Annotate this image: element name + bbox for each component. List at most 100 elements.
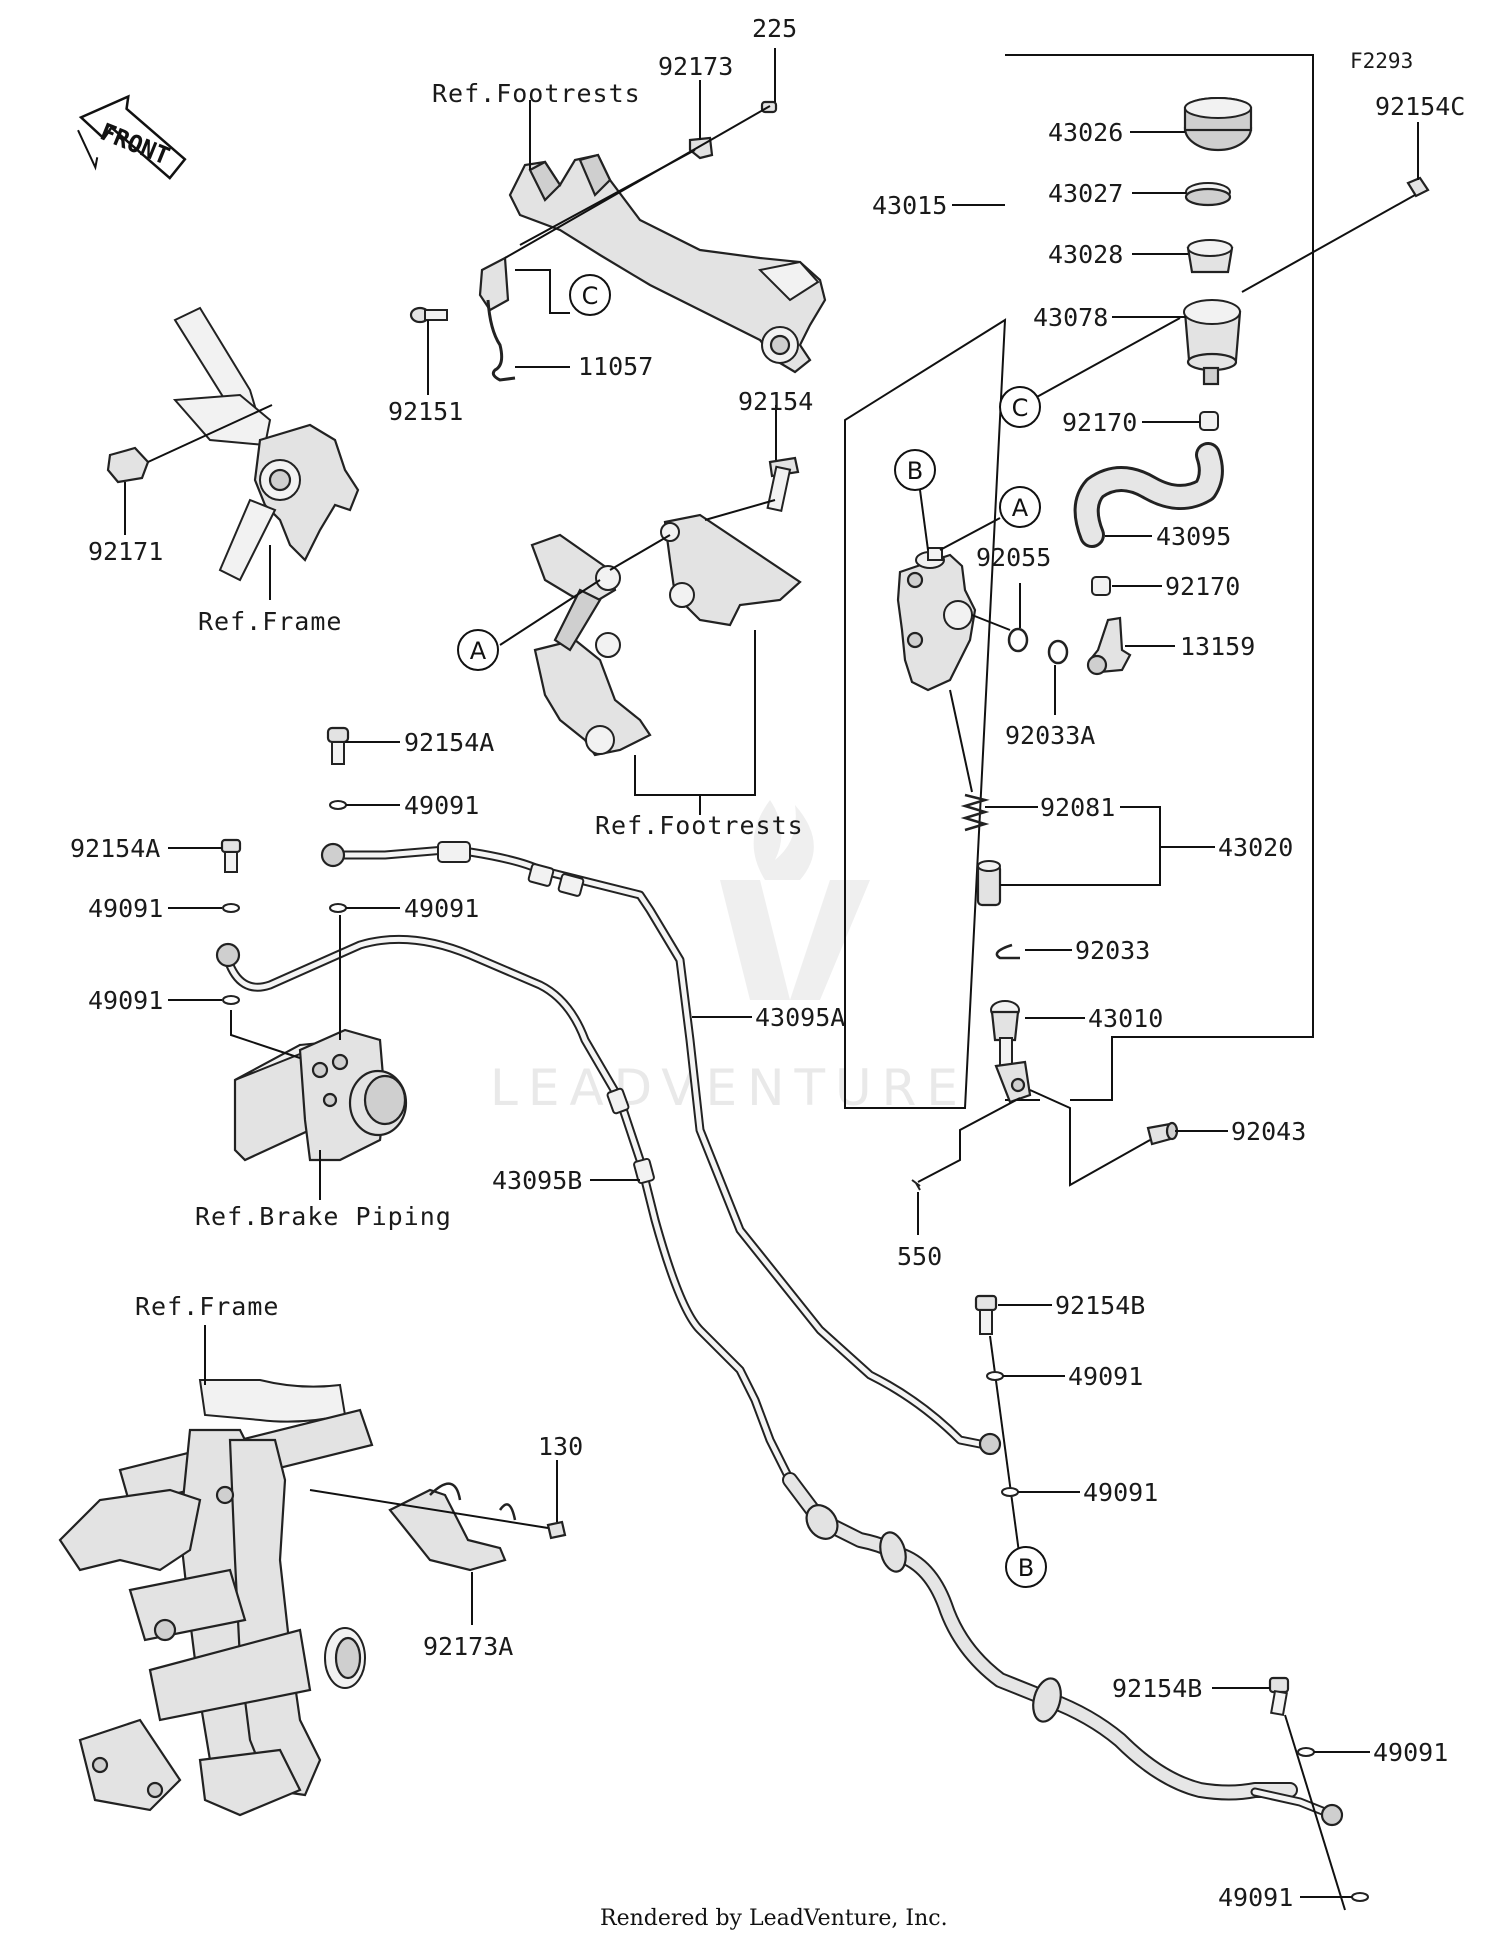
part-label-49091-c: 49091 xyxy=(88,986,163,1015)
part-label-225: 225 xyxy=(752,14,797,43)
part-label-92033A: 92033A xyxy=(1005,721,1095,750)
brake-pipe-43095A xyxy=(320,841,990,1450)
banjo-bolt-92154B-upper xyxy=(974,1294,998,1335)
piston-assembly xyxy=(976,860,1002,907)
ref-brake-piping: Ref.Brake Piping xyxy=(195,1202,452,1231)
callout-b-cylinder xyxy=(894,449,936,491)
part-label-43095B: 43095B xyxy=(492,1166,582,1195)
ref-footrests-top: Ref.Footrests xyxy=(432,79,641,108)
frame-lower-section xyxy=(58,1379,374,1817)
part-label-43027: 43027 xyxy=(1048,179,1123,208)
banjo-bolt-92154A-left xyxy=(220,838,242,873)
washer-49091-d xyxy=(329,903,347,913)
bolt-130 xyxy=(546,1520,567,1540)
cotter-pin-550 xyxy=(911,1179,921,1191)
part-label-49091-f: 49091 xyxy=(1083,1478,1158,1507)
svg-text:C: C xyxy=(582,282,599,310)
part-label-550: 550 xyxy=(897,1242,942,1271)
bolt-92154 xyxy=(766,456,800,512)
oring-92033A xyxy=(1047,639,1069,665)
part-label-92154B-upper: 92154B xyxy=(1055,1291,1145,1320)
fitting-13159 xyxy=(1086,616,1132,676)
callout-c-top xyxy=(569,274,611,316)
washer-49091-b xyxy=(222,903,240,913)
washer-49091-a xyxy=(329,800,347,810)
front-arrow-icon: FRONT xyxy=(77,94,187,180)
part-label-43095A: 43095A xyxy=(755,1003,845,1032)
part-label-92154B-lower: 92154B xyxy=(1112,1674,1202,1703)
diaphragm-43028 xyxy=(1186,239,1234,274)
part-label-43078: 43078 xyxy=(1033,303,1108,332)
washer-49091-c xyxy=(222,995,240,1005)
callout-a-footrest xyxy=(457,629,499,671)
master-cylinder-body xyxy=(896,547,977,692)
part-label-49091-a: 49091 xyxy=(404,791,479,820)
watermark: LEADVENTURE xyxy=(490,800,958,1117)
ref-frame-top: Ref.Frame xyxy=(198,607,342,636)
part-label-49091-h: 49091 xyxy=(1218,1883,1293,1912)
banjo-fitting-upper xyxy=(978,1432,1002,1456)
callout-b-banjo xyxy=(1005,1546,1047,1588)
part-label-92154A-top: 92154A xyxy=(404,728,494,757)
callout-a-cylinder xyxy=(999,486,1041,528)
part-label-49091-e: 49091 xyxy=(1068,1362,1143,1391)
part-label-43015: 43015 xyxy=(872,191,947,220)
banjo-bolt-92154B-lower xyxy=(1268,1676,1290,1717)
footrest-plate xyxy=(660,513,802,627)
washer-49091-h xyxy=(1351,1892,1369,1902)
bolt-92151 xyxy=(409,306,448,324)
diagram-code: F2293 xyxy=(1350,49,1413,73)
part-label-49091-b: 49091 xyxy=(88,894,163,923)
hose-43095 xyxy=(1073,442,1224,548)
part-label-43028: 43028 xyxy=(1048,240,1123,269)
part-label-92173A: 92173A xyxy=(423,1632,513,1661)
pushrod-43010 xyxy=(990,1000,1032,1104)
svg-text:A: A xyxy=(1012,494,1029,522)
washer-49091-e xyxy=(986,1371,1004,1381)
svg-text:B: B xyxy=(1018,1554,1034,1582)
abs-unit xyxy=(233,1028,408,1162)
part-label-43010: 43010 xyxy=(1088,1004,1163,1033)
part-label-43020: 43020 xyxy=(1218,833,1293,862)
washer-49091-g xyxy=(1297,1747,1315,1757)
circlip-92033 xyxy=(995,943,1020,960)
part-label-43095: 43095 xyxy=(1156,522,1231,551)
washer-49091-f xyxy=(1001,1487,1019,1497)
footrest-bracket-top xyxy=(508,153,827,374)
part-label-11057: 11057 xyxy=(578,352,653,381)
part-label-92170-lower: 92170 xyxy=(1165,572,1240,601)
footrest-bracket-mid xyxy=(530,533,652,757)
part-label-92173: 92173 xyxy=(658,52,733,81)
part-label-43026: 43026 xyxy=(1048,118,1123,147)
part-label-92151: 92151 xyxy=(388,397,463,426)
reservoir-43078 xyxy=(1183,299,1242,386)
spring-92081 xyxy=(960,793,990,832)
switch-bracket xyxy=(478,256,516,382)
svg-text:A: A xyxy=(470,637,487,665)
pin-92043 xyxy=(1146,1121,1179,1146)
oring-92055 xyxy=(1007,627,1029,653)
part-label-92154A-left: 92154A xyxy=(70,834,160,863)
brake-pipe-43095B xyxy=(215,934,795,1485)
clamp-92170-upper xyxy=(1199,411,1219,431)
diaphragm-plate-43027 xyxy=(1184,182,1232,207)
part-label-92154C: 92154C xyxy=(1375,92,1465,121)
part-label-92154: 92154 xyxy=(738,387,813,416)
bolt-92154C xyxy=(1406,176,1430,198)
svg-text:B: B xyxy=(907,457,923,485)
part-label-49091-d: 49091 xyxy=(404,894,479,923)
clamp-92173A xyxy=(388,1482,517,1572)
credit-text: Rendered by LeadVenture, Inc. xyxy=(600,1906,948,1931)
part-label-13159: 13159 xyxy=(1180,632,1255,661)
part-label-92055: 92055 xyxy=(976,543,1051,572)
clamp-92170-lower xyxy=(1091,576,1111,596)
brake-hose-lower xyxy=(782,1472,1344,1827)
part-label-130: 130 xyxy=(538,1432,583,1461)
part-label-92033: 92033 xyxy=(1075,936,1150,965)
part-label-92171: 92171 xyxy=(88,537,163,566)
frame-upper-section xyxy=(172,306,360,582)
ref-frame-bottom: Ref.Frame xyxy=(135,1292,279,1321)
banjo-bolt-92154A-top xyxy=(326,726,350,765)
